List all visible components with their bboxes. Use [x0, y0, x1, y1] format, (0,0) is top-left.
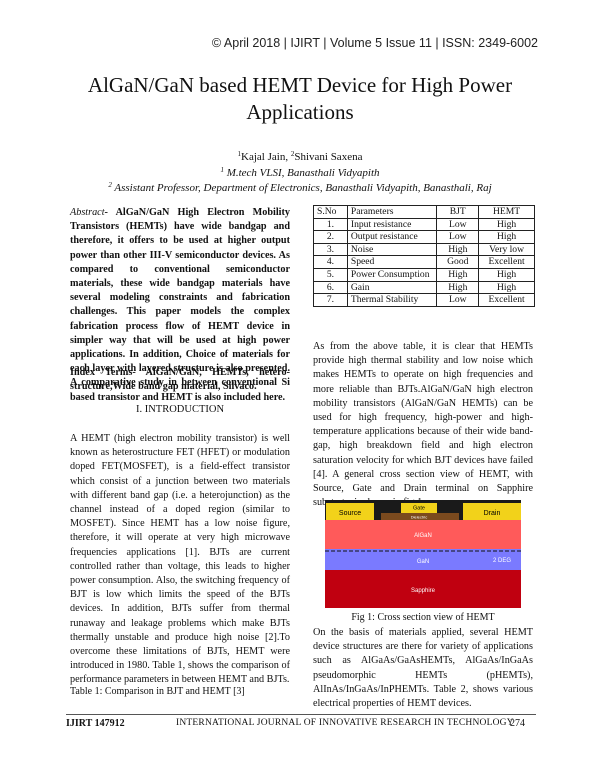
- abstract-label: Abstract: [70, 207, 105, 218]
- table-cell: Gain: [346, 280, 438, 295]
- label-source: Source: [339, 510, 361, 517]
- table-cell: High: [478, 280, 535, 295]
- gate-contact: [401, 503, 437, 513]
- label-sapphire: Sapphire: [411, 588, 436, 594]
- affiliation-2: 2 Assistant Professor, Department of Ele…: [108, 181, 492, 195]
- drain-contact: [463, 503, 521, 520]
- table-cell: 4.: [313, 255, 348, 269]
- table-cell: Output resistance: [346, 230, 438, 244]
- table-cell: Very low: [478, 242, 535, 257]
- table-cell: Low: [436, 217, 480, 232]
- table-cell: High: [478, 230, 535, 244]
- table-cell: 1.: [313, 217, 348, 232]
- paper-title: AlGaN/GaN based HEMT Device for High Pow…: [60, 72, 540, 126]
- hemt-cross-section-figure: Source Gate Dielectric Drain AlGaN GaN 2…: [325, 500, 521, 608]
- table-cell: 6.: [313, 280, 348, 295]
- table-row: 5. Power Consumption High High: [313, 267, 535, 282]
- table-cell: 7.: [313, 293, 348, 307]
- author-block: 1Kajal Jain, 2Shivani Saxena 1 M.tech VL…: [60, 150, 540, 197]
- table-row: 2. Output resistance Low High: [313, 230, 535, 244]
- table-row: 4. Speed Good Excellent: [313, 255, 535, 269]
- gan-layer: [325, 549, 521, 570]
- table-cell: Power Consumption: [346, 267, 438, 282]
- author-names: 1Kajal Jain, 2Shivani Saxena: [237, 150, 363, 164]
- table-header-cell: BJT: [436, 205, 480, 219]
- index-terms: Index Terms- AlGaN/GaN, HEMTs, hetero-st…: [70, 366, 290, 394]
- label-gan: GaN: [417, 559, 429, 565]
- table-cell: Excellent: [478, 293, 535, 307]
- footer-paper-id: IJIRT 147912: [66, 718, 125, 729]
- label-drain: Drain: [484, 510, 501, 517]
- algan-layer: [325, 520, 521, 549]
- label-dielectric: Dielectric: [411, 515, 427, 520]
- table-cell: Low: [436, 230, 480, 244]
- table-header-cell: S.No: [313, 205, 348, 219]
- table-cell: Good: [436, 255, 480, 269]
- index-terms-text: AlGaN/GaN, HEMTs, hetero-structure,Wide …: [70, 367, 290, 393]
- affiliation-1: 1 M.tech VLSI, Banasthali Vidyapith: [220, 165, 380, 179]
- table-cell: Input resistance: [346, 217, 438, 232]
- table-cell: Excellent: [478, 255, 535, 269]
- title-line-1: AlGaN/GaN based HEMT Device for High Pow…: [87, 73, 513, 97]
- source-contact: [326, 503, 374, 520]
- table-cell: 2.: [313, 230, 348, 244]
- table-cell: Speed: [346, 255, 438, 269]
- table-cell: High: [436, 242, 480, 257]
- table-row: 7. Thermal Stability Low Excellent: [313, 293, 535, 307]
- post-figure-text: On the basis of materials applied, sever…: [313, 627, 533, 710]
- figure-caption: Fig 1: Cross section view of HEMT: [351, 612, 495, 623]
- label-algan: AlGaN: [414, 533, 432, 539]
- table-header-row: S.No Parameters BJT HEMT: [313, 205, 535, 219]
- introduction-text: A HEMT (high electron mobility transisto…: [70, 433, 290, 686]
- table-cell: High: [478, 217, 535, 232]
- table-header-cell: Parameters: [346, 205, 438, 219]
- table-cell: 3.: [313, 242, 348, 257]
- table1-caption: Table 1: Comparison in BJT and HEMT [3]: [70, 686, 245, 697]
- table-header-cell: HEMT: [478, 205, 535, 219]
- table-cell: 5.: [313, 267, 348, 282]
- table-cell: High: [436, 267, 480, 282]
- table-cell: Thermal Stability: [346, 293, 438, 307]
- dielectric-layer: [381, 513, 459, 520]
- table-cell: Noise: [346, 242, 438, 257]
- abstract-text: - AlGaN/GaN High Electron Mobility Trans…: [70, 207, 290, 403]
- label-gate: Gate: [413, 506, 425, 512]
- table-row: 1. Input resistance Low High: [313, 217, 535, 232]
- footer-journal-name: INTERNATIONAL JOURNAL OF INNOVATIVE RESE…: [176, 718, 514, 728]
- footer-page-number: 274: [510, 718, 525, 729]
- comparison-table: S.No Parameters BJT HEMT 1. Input resist…: [313, 205, 535, 307]
- table-cell: Low: [436, 293, 480, 307]
- page-header: © April 2018 | IJIRT | Volume 5 Issue 11…: [211, 36, 538, 50]
- table-row: 6. Gain High High: [313, 280, 535, 295]
- section-heading-introduction: I. INTRODUCTION: [135, 404, 225, 415]
- table-row: 3. Noise High Very low: [313, 242, 535, 257]
- post-table-text: As from the above table, it is clear tha…: [313, 341, 533, 508]
- index-terms-label: Index Terms-: [70, 367, 136, 378]
- title-line-2: Applications: [246, 100, 354, 124]
- footer-divider: [66, 714, 536, 715]
- label-2deg: 2 DEG: [493, 558, 511, 564]
- table-cell: High: [436, 280, 480, 295]
- table-cell: High: [478, 267, 535, 282]
- abstract: Abstract- AlGaN/GaN High Electron Mobili…: [70, 206, 290, 405]
- sapphire-substrate: [325, 570, 521, 608]
